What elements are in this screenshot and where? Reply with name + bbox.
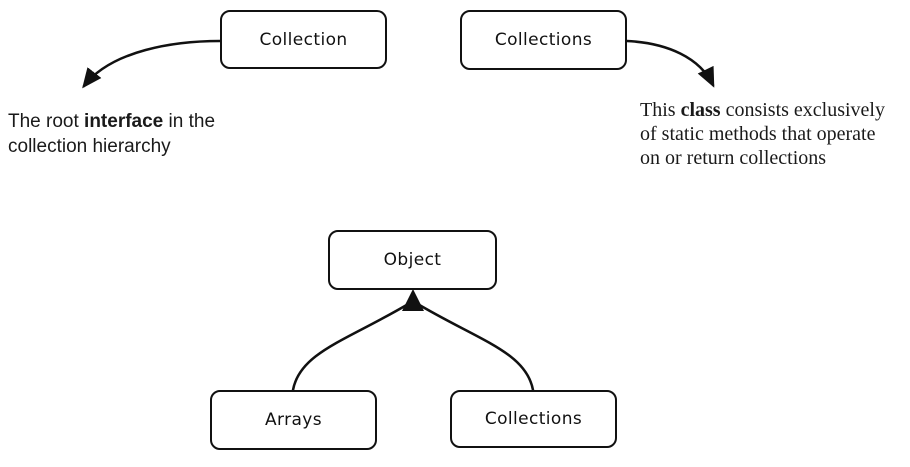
note-collection-interface: The root interface in the collection hie… (8, 109, 238, 159)
note-left-line-2: collection hierarchy (8, 136, 171, 157)
arrow-collection-note-icon (82, 39, 222, 89)
node-object-label: Object (383, 250, 442, 270)
node-collections-child-label: Collections (484, 409, 583, 429)
node-collections: Collections (460, 10, 627, 70)
edge-arrays-to-object (291, 301, 412, 392)
edge-collections-to-object (414, 301, 535, 392)
note-collections-class: This class consists exclusively of stati… (640, 98, 910, 170)
note-right-bold: class (680, 99, 721, 121)
note-right-line-3: on or return collections (640, 147, 827, 169)
note-right-text-2: consists exclusively (720, 99, 885, 121)
node-collection: Collection (220, 10, 387, 69)
node-arrays: Arrays (210, 390, 377, 450)
node-collections-child: Collections (450, 390, 617, 448)
note-left-text-1: The root (8, 111, 85, 132)
note-left-bold: interface (84, 111, 164, 132)
node-collections-label: Collections (494, 30, 593, 50)
note-right-line-2: of static methods that operate (640, 123, 876, 145)
arrow-collections-note-icon (625, 39, 715, 88)
node-collection-label: Collection (259, 29, 348, 50)
inheritance-arrowhead-icon (402, 289, 424, 311)
note-right-text-1: This (640, 99, 681, 121)
node-object: Object (328, 230, 497, 290)
note-left-text-2: in the (163, 111, 216, 132)
node-arrays-label: Arrays (264, 410, 323, 430)
